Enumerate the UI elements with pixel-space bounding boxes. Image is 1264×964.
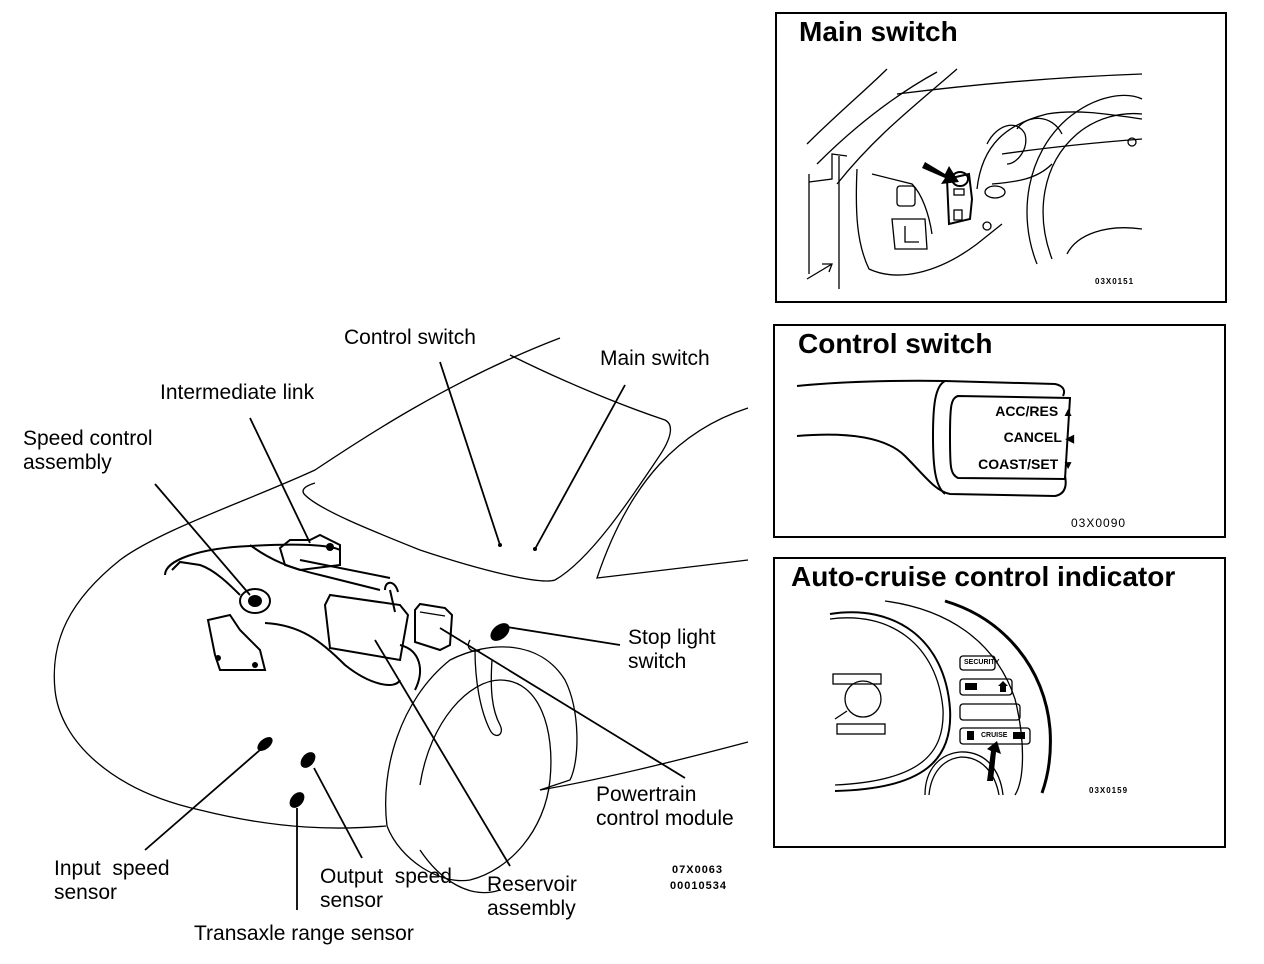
transaxle-range-sensor-part	[289, 792, 305, 808]
document-code: 00010534	[670, 880, 727, 892]
acc-res-label: ACC/RES	[995, 403, 1059, 419]
roof-line	[596, 407, 749, 579]
label-output-speed-sensor: Output speed sensor	[320, 865, 452, 912]
seatbelt-battery-indicator	[959, 678, 1013, 696]
leader-speed-control	[154, 483, 251, 596]
control-button-cancel[interactable]: CANCEL ◀	[1004, 429, 1074, 445]
triangle-left-icon: ◀	[1065, 433, 1074, 445]
pointer-arrow-icon	[922, 162, 959, 184]
panel-indicator: Auto-cruise control indicator SECURITY C…	[773, 557, 1226, 848]
leader-powertrain	[439, 627, 686, 779]
security-indicator	[959, 655, 996, 671]
panel-control-switch: Control switch ACC/RES ▲ CANCEL ◀ COAST/…	[773, 324, 1226, 538]
leader-stop-light	[506, 626, 621, 646]
panel-title-main-switch: Main switch	[799, 16, 958, 47]
cruise-label: CRUISE	[981, 732, 1008, 739]
leader-input-speed	[144, 749, 261, 851]
input-speed-sensor-part	[257, 737, 273, 751]
control-button-acc-res[interactable]: ACC/RES ▲	[995, 403, 1074, 419]
label-speed-control-assembly: Speed control assembly	[23, 427, 153, 474]
panel-title-indicator: Auto-cruise control indicator	[791, 561, 1176, 592]
control-button-coast-set[interactable]: COAST/SET ▼	[978, 456, 1074, 472]
coast-set-label: COAST/SET	[978, 456, 1059, 472]
leader-main-switch	[534, 384, 626, 550]
car-body-outline	[53, 337, 561, 829]
cluster-illustration	[829, 599, 1052, 796]
label-input-speed-sensor: Input speed sensor	[54, 857, 170, 904]
powertrain-control-module-part	[414, 602, 454, 652]
security-label: SECURITY	[964, 659, 1000, 666]
rocker-line	[539, 741, 749, 791]
leader-reservoir	[374, 639, 511, 867]
triangle-down-icon: ▼	[1062, 458, 1074, 472]
label-control-switch: Control switch	[344, 326, 476, 349]
label-stop-light-switch: Stop light switch	[628, 626, 716, 673]
label-intermediate-link: Intermediate link	[160, 381, 315, 404]
windshield-outline	[302, 354, 672, 582]
cancel-label: CANCEL	[1003, 429, 1062, 445]
panel-title-control-switch: Control switch	[798, 328, 993, 359]
speed-control-actuator	[164, 543, 401, 686]
panel-code-control-switch: 03X0090	[1071, 516, 1127, 530]
output-speed-sensor-part	[300, 752, 316, 768]
label-powertrain-control-module: Powertrain control module	[596, 783, 734, 830]
label-main-switch: Main switch	[600, 347, 710, 370]
fender-arch	[385, 646, 578, 827]
wheel-outline	[386, 679, 552, 882]
stalk-illustration	[796, 379, 1072, 498]
figure-code: 07X0063	[672, 864, 724, 876]
triangle-up-icon: ▲	[1062, 405, 1074, 419]
leader-intermediate-link	[249, 417, 311, 544]
panel-code-main-switch: 03X0151	[1095, 277, 1135, 286]
vehicle-diagram	[53, 337, 749, 910]
leader-control-switch	[439, 361, 501, 546]
abs-indicator	[959, 703, 1021, 721]
wheel-inner	[419, 849, 501, 894]
label-reservoir-assembly: Reservoir assembly	[487, 873, 577, 920]
dashboard-illustration	[806, 68, 1143, 289]
panel-code-indicator: 03X0159	[1089, 786, 1129, 795]
strut	[474, 649, 502, 737]
leader-output-speed	[313, 767, 363, 859]
pointer-arrow-icon	[987, 741, 1001, 781]
label-transaxle-range-sensor: Transaxle range sensor	[194, 922, 414, 945]
reservoir	[323, 581, 421, 691]
intermediate-link	[249, 533, 391, 591]
panel-main-switch: Main switch 03X0151	[775, 12, 1227, 303]
